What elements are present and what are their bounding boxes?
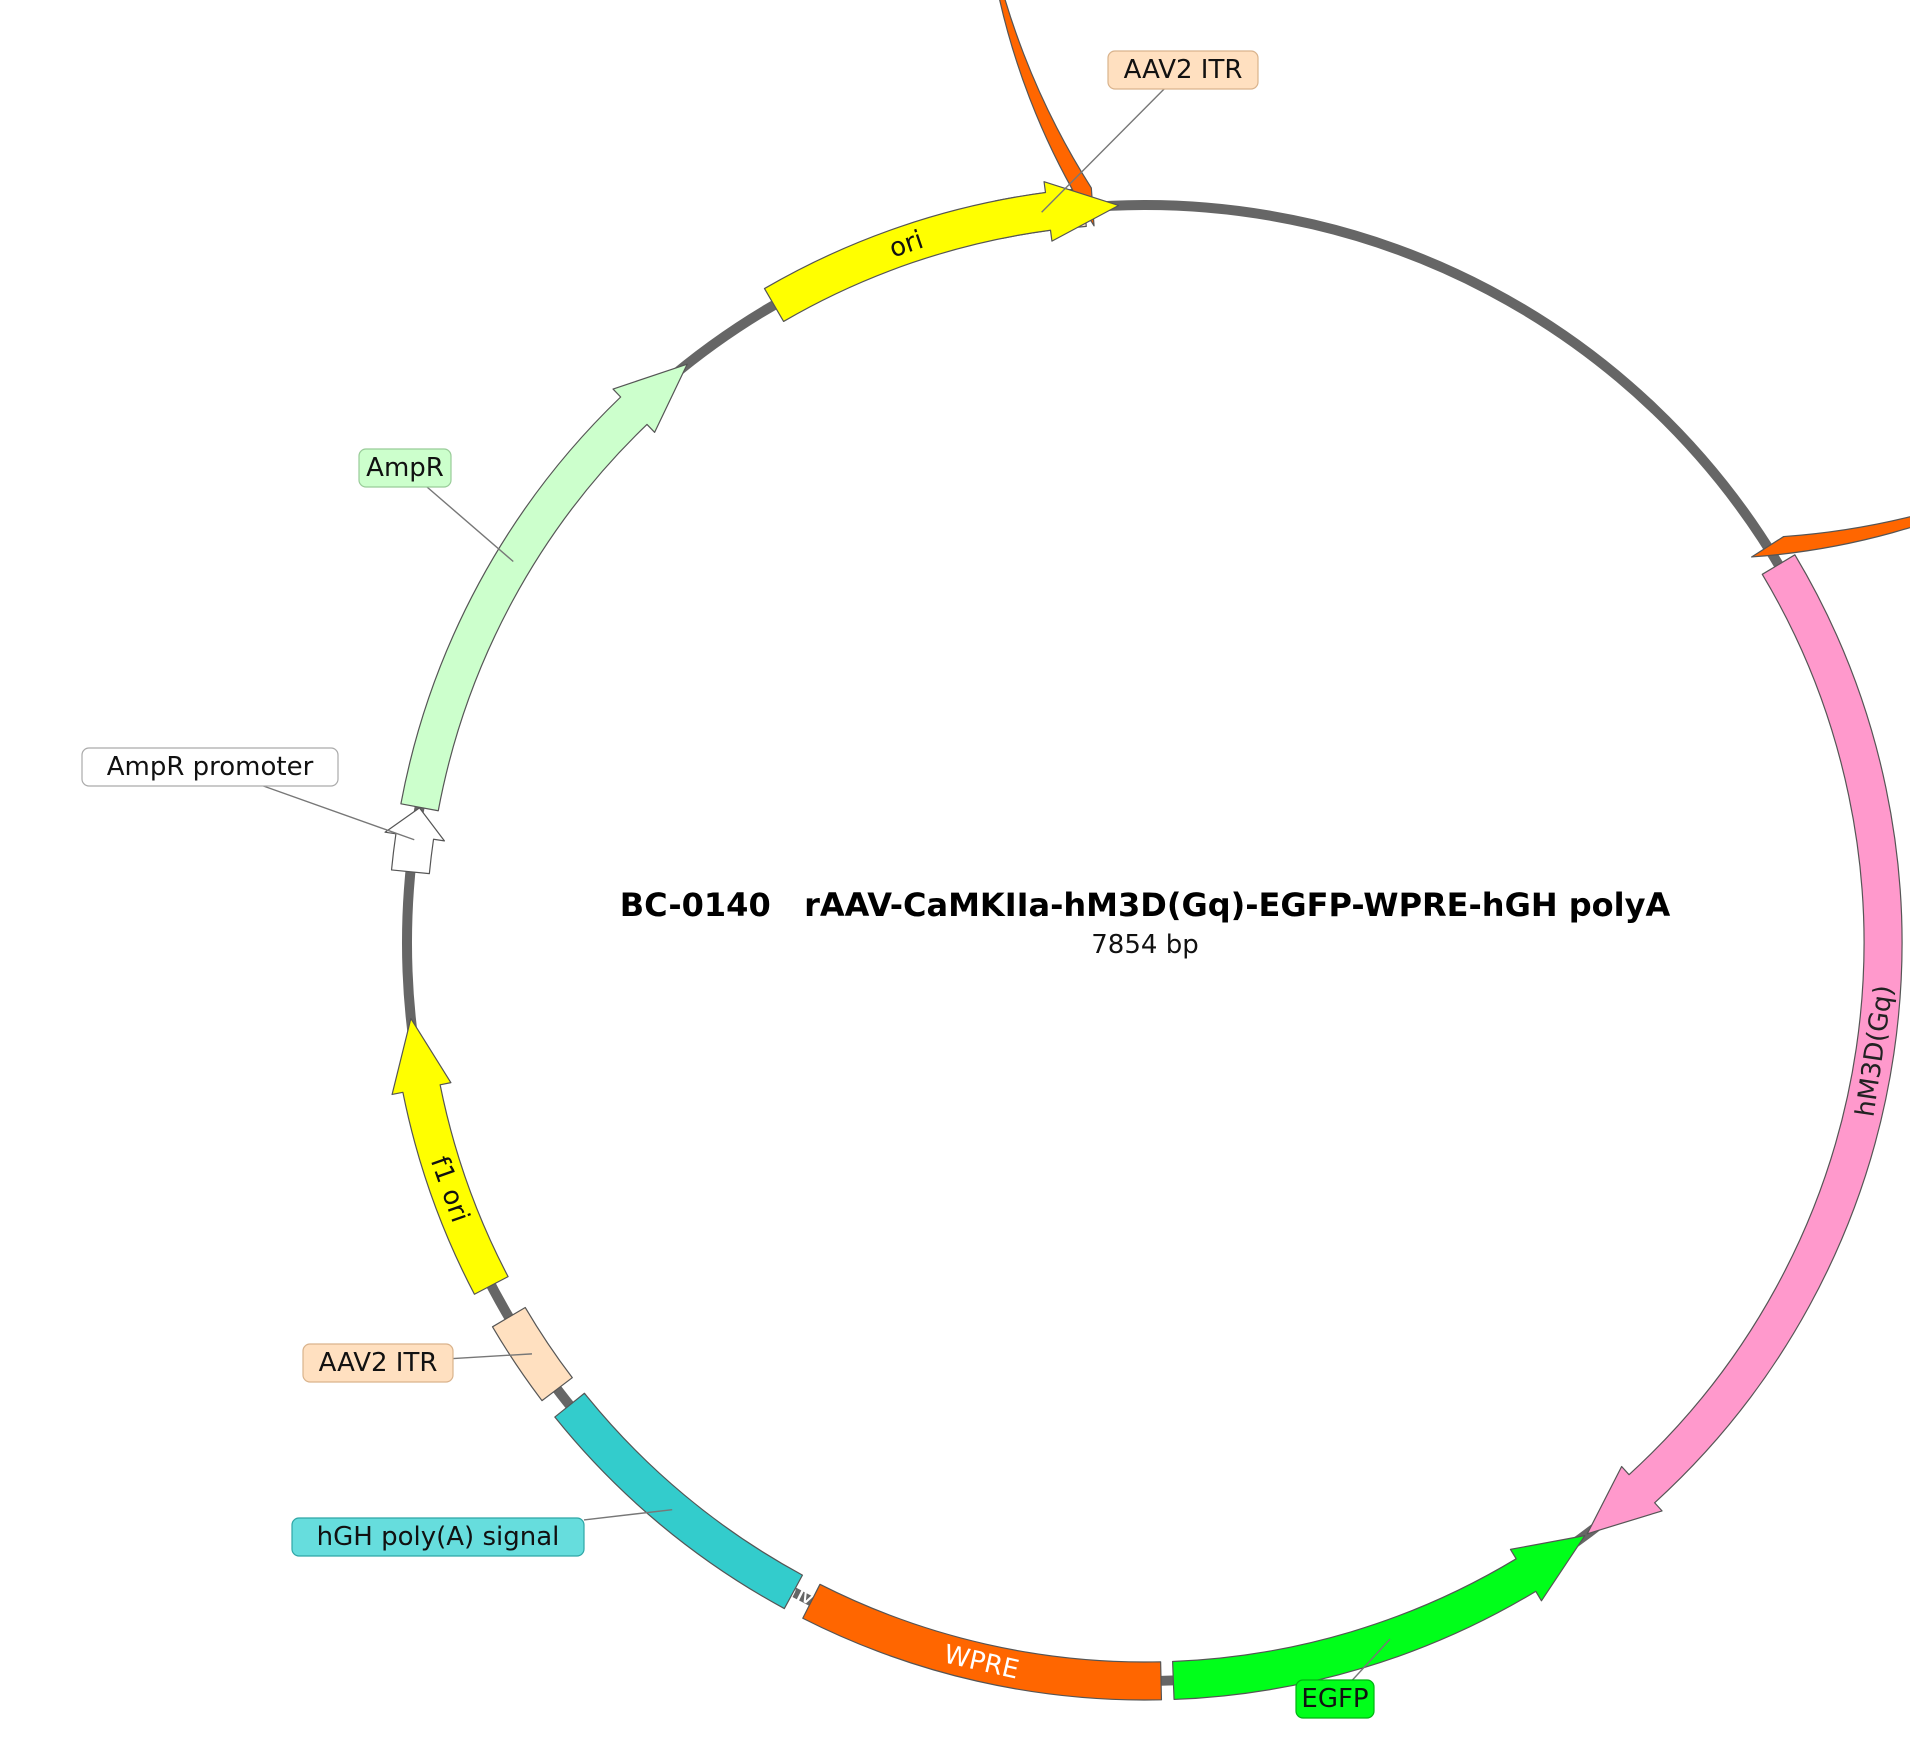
hgh-callout[interactable]: hGH poly(A) signal bbox=[291, 1508, 673, 1557]
itr-top-leader-line bbox=[1041, 88, 1165, 213]
camkiia-shape bbox=[999, 0, 1910, 558]
ampr-promoter-label: AmpR promoter bbox=[107, 752, 314, 782]
ampr-callout[interactable]: AmpR bbox=[358, 448, 514, 563]
hgh-label-box bbox=[291, 1517, 585, 1557]
feature-f1ori[interactable]: f1 ori bbox=[391, 1017, 509, 1295]
wpre-shape bbox=[802, 1583, 1163, 1701]
ampr-label-box bbox=[358, 448, 452, 488]
hgh-shape bbox=[554, 1392, 804, 1610]
ampr-label: AmpR bbox=[366, 453, 444, 483]
plasmid-size: 7854 bp bbox=[1091, 930, 1198, 960]
feature-wpre[interactable]: WPRE bbox=[802, 1583, 1163, 1701]
feature-hm3dgq[interactable]: hM3D(Gq) bbox=[1586, 554, 1903, 1535]
feature-ampr-promoter[interactable] bbox=[384, 807, 446, 875]
egfp-label-box bbox=[1295, 1679, 1375, 1719]
feature-itr-bottom[interactable] bbox=[491, 1306, 573, 1402]
itr-bottom-callout[interactable]: AAV2 ITR bbox=[302, 1343, 532, 1383]
egfp-label: EGFP bbox=[1301, 1684, 1368, 1714]
ampr-promoter-callout[interactable]: AmpR promoter bbox=[81, 747, 415, 841]
hgh-label: hGH poly(A) signal bbox=[317, 1522, 560, 1552]
ori-shape bbox=[763, 181, 1120, 323]
itr-top-label: AAV2 ITR bbox=[1124, 55, 1243, 85]
egfp-shape bbox=[1172, 1535, 1586, 1701]
egfp-leader-line bbox=[1351, 1638, 1391, 1681]
feature-ori[interactable]: ori bbox=[763, 181, 1120, 323]
hgh-leader-line bbox=[583, 1508, 673, 1521]
hm3dgq-shape bbox=[1586, 554, 1903, 1535]
ampr-promoter-shape bbox=[384, 807, 446, 875]
itr-bottom-label: AAV2 ITR bbox=[319, 1348, 438, 1378]
feature-hgh[interactable] bbox=[554, 1392, 804, 1610]
ampr-shape bbox=[400, 363, 688, 812]
feature-egfp[interactable] bbox=[1172, 1535, 1586, 1701]
ampr-leader-line bbox=[426, 486, 514, 563]
itr-top-label-box bbox=[1107, 50, 1259, 90]
itr-bottom-leader-line bbox=[452, 1353, 532, 1360]
ampr-promoter-leader-line bbox=[263, 785, 415, 841]
feature-ampr[interactable] bbox=[400, 363, 688, 812]
plasmid-title: BC-0140 rAAV-CaMKIIa-hM3D(Gq)-EGFP-WPRE-… bbox=[620, 886, 1671, 924]
ampr-promoter-label-box bbox=[81, 747, 339, 787]
itr-bottom-shape bbox=[491, 1306, 573, 1402]
callout-layer: AAV2 ITR EGFP hGH poly(A) signal AAV2 ITR Am… bbox=[81, 50, 1391, 1719]
f1ori-shape bbox=[391, 1017, 509, 1295]
itr-bottom-label-box bbox=[302, 1343, 454, 1383]
egfp-callout[interactable]: EGFP bbox=[1295, 1638, 1391, 1719]
itr-top-callout[interactable]: AAV2 ITR bbox=[1041, 50, 1259, 213]
